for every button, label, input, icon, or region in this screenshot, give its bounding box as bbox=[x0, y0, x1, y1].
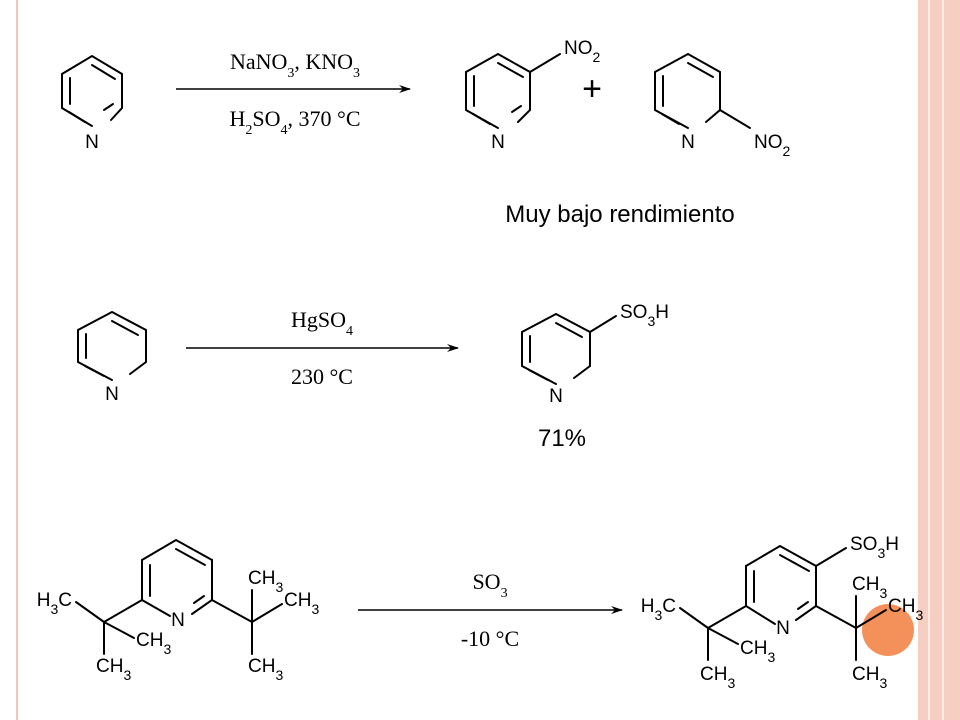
methyl-label: CH3 bbox=[136, 630, 171, 657]
sulfonic-acid-label: SO3H bbox=[850, 534, 899, 561]
right-band-stripe bbox=[928, 0, 930, 720]
conditions-reagent: HgSO4 bbox=[291, 307, 353, 339]
nitrogen-label: N bbox=[549, 386, 563, 407]
pyridine-reactant-1: N bbox=[61, 54, 123, 153]
yield-label: 71% bbox=[538, 425, 586, 452]
methyl-label: CH3 bbox=[248, 656, 283, 683]
conditions-solvent-temperature: H2SO4, 370 °C bbox=[230, 106, 361, 138]
inner-double-bond bbox=[797, 601, 809, 610]
methyl-label: CH3 bbox=[96, 656, 131, 683]
methyl-label: CH3 bbox=[284, 590, 319, 617]
tert-butyl-bond bbox=[707, 605, 747, 629]
inner-double-bond bbox=[511, 105, 522, 113]
product-pyridine-3-sulfonic-acid: N SO3H bbox=[521, 302, 669, 407]
reaction-arrow-3: SO3 -10 °C bbox=[358, 569, 623, 651]
methyl-label: H3C bbox=[37, 590, 72, 617]
pyridine-reactant-2: N bbox=[77, 310, 147, 405]
conditions-reagent: SO3 bbox=[472, 569, 507, 601]
methyl-label: CH3 bbox=[700, 664, 735, 691]
right-band-stripe bbox=[942, 0, 944, 720]
methyl-bond bbox=[251, 603, 283, 623]
ring-bonds bbox=[61, 54, 123, 127]
reaction-1: N NaNO3, KNO3 H2SO4, 370 °C N NO2 + N NO… bbox=[61, 38, 791, 228]
sulfonated-di-tert-butylpyridine-product: N SO3H H3C CH3 CH3 bbox=[641, 534, 899, 691]
inner-double-bond bbox=[103, 103, 114, 111]
reaction-arrow-2: HgSO4 230 °C bbox=[186, 307, 459, 389]
inner-double-bond bbox=[687, 62, 714, 78]
methyl-bond bbox=[707, 627, 739, 645]
tert-butyl-bond bbox=[211, 599, 253, 623]
accent-dot bbox=[862, 604, 914, 656]
inner-double-bond bbox=[111, 320, 139, 336]
ring-bonds bbox=[77, 310, 147, 381]
substituent-bond bbox=[529, 53, 561, 73]
right-decorative-band bbox=[918, 0, 960, 720]
conditions-temperature: 230 °C bbox=[291, 364, 353, 389]
tert-butyl-bond bbox=[103, 599, 143, 623]
inner-double-bond bbox=[497, 62, 524, 78]
substituent-bond bbox=[815, 547, 847, 567]
plus-sign: + bbox=[582, 70, 602, 108]
methyl-label: CH3 bbox=[888, 596, 923, 623]
inner-double-bond bbox=[193, 595, 205, 604]
left-border-rule bbox=[16, 0, 18, 720]
methyl-bond bbox=[855, 609, 887, 629]
nitrogen-label: N bbox=[776, 618, 790, 639]
nitrogen-label: N bbox=[491, 132, 505, 153]
reaction-2: N HgSO4 230 °C N SO3H 71% bbox=[77, 302, 669, 452]
methyl-label: CH3 bbox=[740, 638, 775, 665]
conditions-temperature: -10 °C bbox=[461, 626, 519, 651]
ring-bonds bbox=[521, 312, 591, 385]
methyl-label: H3C bbox=[641, 596, 676, 623]
nitro-group-label: NO2 bbox=[754, 132, 791, 159]
ring-bond-c-n bbox=[528, 369, 549, 381]
methyl-bond bbox=[75, 601, 105, 623]
nitrogen-label: N bbox=[171, 610, 185, 631]
di-tert-butylpyridine-reactant: N H3C CH3 CH3 CH3 CH3 CH3 bbox=[37, 538, 319, 683]
sulfonic-acid-label: SO3H bbox=[620, 302, 669, 329]
substituent-bond bbox=[589, 315, 617, 333]
nitro-group-label: NO2 bbox=[564, 38, 601, 65]
ring-bond-c-n bbox=[661, 113, 680, 125]
inner-double-bond bbox=[555, 322, 583, 338]
low-yield-note: Muy bajo rendimiento bbox=[505, 201, 734, 228]
product-2-nitropyridine: N NO2 bbox=[654, 52, 791, 159]
ring-bond-c-n bbox=[84, 365, 105, 377]
reaction-3: N H3C CH3 CH3 CH3 CH3 CH3 SO3 -10 °C bbox=[37, 534, 899, 691]
conditions-reagents: NaNO3, KNO3 bbox=[230, 49, 360, 81]
ring-bonds bbox=[465, 52, 531, 129]
ring-bond-c-n bbox=[68, 111, 86, 123]
inner-double-bond bbox=[779, 554, 810, 572]
ring-bond-c-n bbox=[472, 113, 491, 125]
nitrogen-label: N bbox=[105, 384, 119, 405]
methyl-label: CH3 bbox=[852, 664, 887, 691]
nitrogen-label: N bbox=[85, 132, 99, 153]
methyl-label: CH3 bbox=[852, 574, 887, 601]
methyl-bond bbox=[103, 621, 135, 639]
methyl-label: CH3 bbox=[248, 568, 283, 595]
inner-double-bond bbox=[91, 64, 116, 80]
product-3-nitropyridine: N NO2 bbox=[465, 38, 601, 153]
methyl-bond bbox=[679, 607, 709, 629]
nitrogen-label: N bbox=[681, 132, 695, 153]
tert-butyl-bond bbox=[815, 605, 857, 629]
reaction-arrow-1: NaNO3, KNO3 H2SO4, 370 °C bbox=[176, 49, 411, 138]
substituent-bond bbox=[719, 109, 751, 129]
inner-double-bond bbox=[175, 548, 206, 566]
